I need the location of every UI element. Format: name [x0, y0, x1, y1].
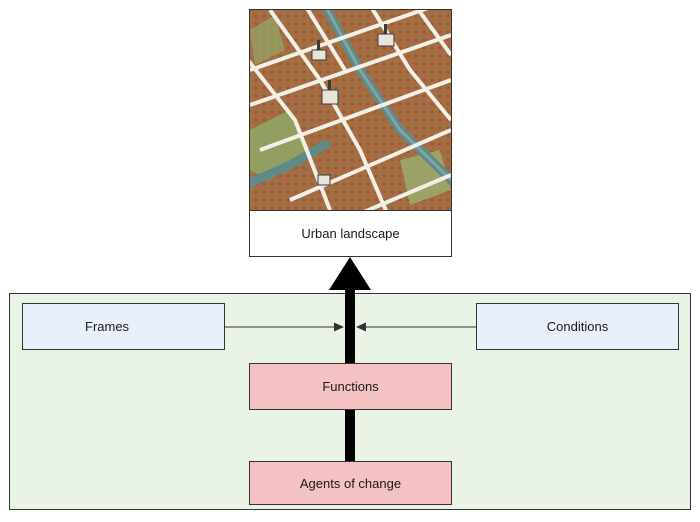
conditions-box: Conditions: [476, 303, 679, 350]
main-arrow-head: [329, 257, 371, 290]
main-arrow-shaft-upper: [345, 283, 355, 363]
functions-label: Functions: [322, 379, 379, 394]
main-arrow-neck: [340, 274, 360, 290]
frames-box: Frames: [22, 303, 225, 350]
urban-landscape-box: Urban landscape: [249, 210, 452, 257]
functions-box: Functions: [249, 363, 452, 410]
frames-connector-arrowhead: [334, 322, 344, 332]
conditions-label: Conditions: [546, 319, 609, 334]
agents-of-change-label: Agents of change: [299, 475, 402, 491]
main-arrow-shaft-lower: [345, 410, 355, 461]
urban-landscape-label: Urban landscape: [301, 226, 400, 241]
historic-city-map-image: [249, 9, 452, 211]
conditions-connector-arrowhead: [356, 322, 366, 332]
frames-label: Frames: [85, 319, 130, 334]
agents-of-change-box: Agents of change: [249, 461, 452, 505]
